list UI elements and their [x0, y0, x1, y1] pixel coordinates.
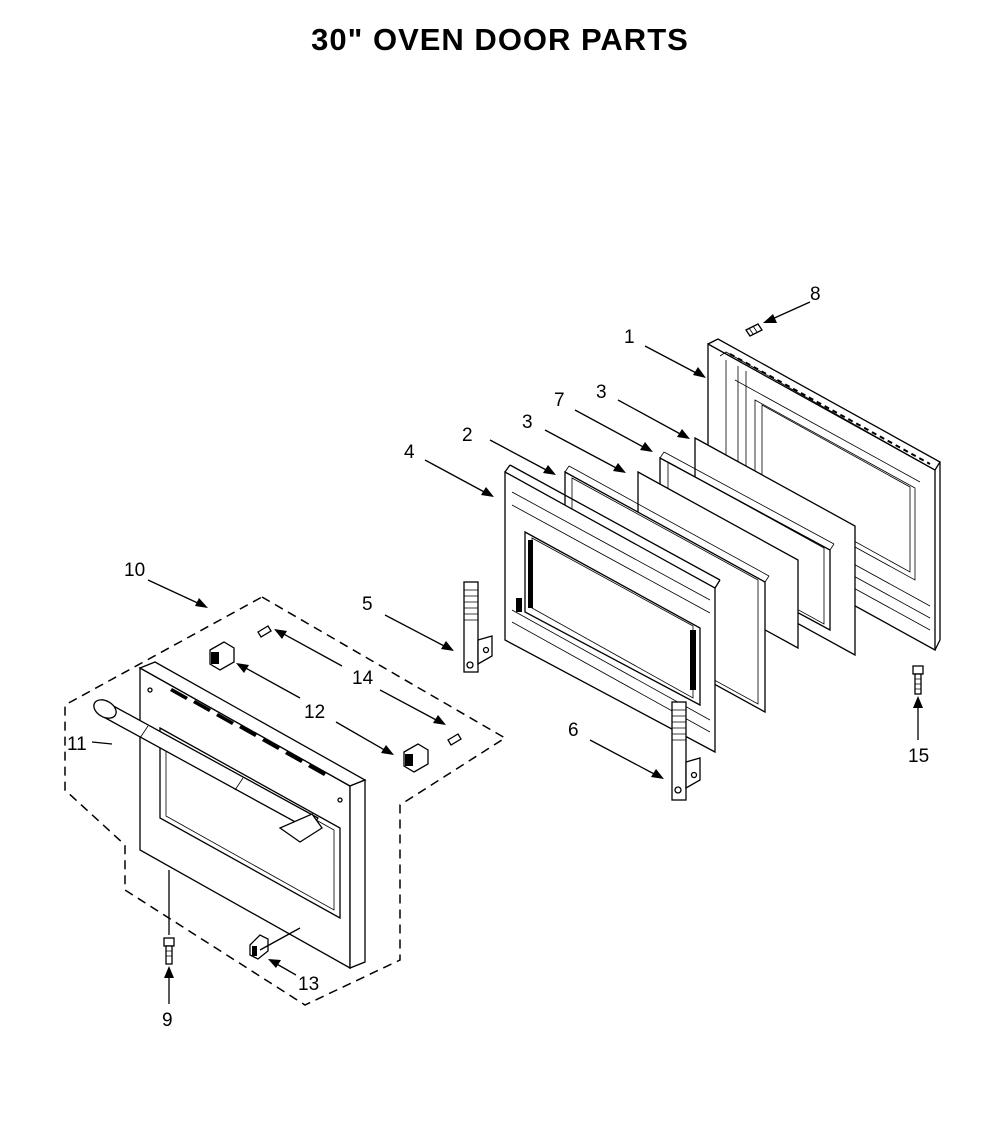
callout-14: 14	[352, 668, 374, 689]
callout-3-rear: 3	[596, 382, 607, 403]
diagram-title: 30" OVEN DOOR PARTS	[311, 22, 689, 57]
part-clip-right	[403, 743, 429, 773]
part-screw-9	[163, 937, 175, 965]
callout-1: 1	[624, 327, 635, 348]
part-screw-15	[912, 665, 924, 695]
assembly-outline-10	[64, 596, 507, 1006]
callout-11: 11	[67, 734, 87, 755]
callout-labels: 1 2 3 3 4 5 6 7 8 9 10 11 12 13 14 15	[67, 284, 929, 1031]
callout-7: 7	[554, 390, 565, 411]
leader-lines	[91, 301, 923, 1004]
callout-9: 9	[162, 1010, 173, 1031]
callout-10: 10	[124, 560, 145, 581]
callout-3-front: 3	[522, 412, 533, 433]
callout-15: 15	[908, 746, 929, 767]
callout-12: 12	[304, 702, 325, 723]
callout-13: 13	[298, 974, 319, 995]
part-screw-14b	[447, 733, 462, 746]
callout-5: 5	[362, 594, 373, 615]
part-outer-door-panel	[138, 661, 367, 970]
part-clip-left	[209, 641, 235, 671]
part-clip-13	[249, 934, 269, 960]
callout-6: 6	[568, 720, 579, 741]
part-hinge-left	[463, 581, 493, 673]
part-door-handle	[93, 699, 323, 843]
part-door-liner	[504, 464, 721, 754]
part-inner-door-panel	[707, 338, 941, 652]
callout-2: 2	[462, 425, 473, 446]
part-screw-8	[745, 323, 763, 337]
part-screw-14a	[257, 625, 272, 638]
part-hinge-right	[671, 701, 701, 801]
callout-8: 8	[810, 284, 821, 305]
callout-4: 4	[404, 442, 415, 463]
